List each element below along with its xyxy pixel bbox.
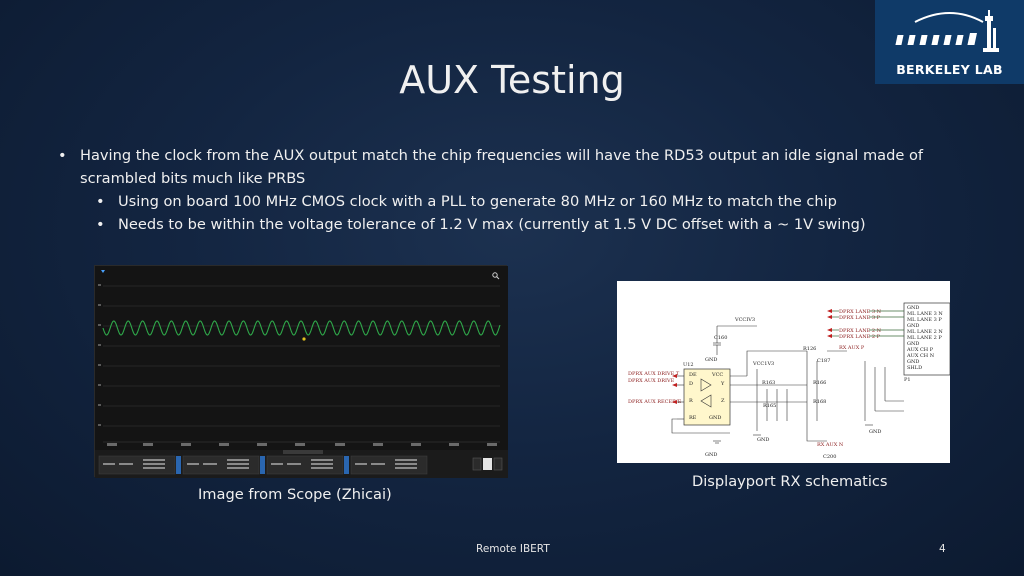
svg-text:AUX CH P: AUX CH P [906, 347, 934, 353]
svg-text:P1: P1 [904, 377, 911, 383]
svg-text:GND: GND [907, 359, 919, 365]
trigger-marker-icon [101, 270, 105, 273]
svg-text:VCCIV3: VCCIV3 [734, 317, 755, 323]
logo-text: BERKELEY LAB [896, 62, 1003, 77]
clock-waveform [102, 320, 501, 336]
svg-text:RE: RE [689, 415, 697, 421]
svg-text:DPRX LANE 2 N: DPRX LANE 2 N [839, 328, 882, 334]
scope-screenshot [94, 265, 508, 478]
svg-text:Y: Y [720, 381, 725, 387]
slide-title: AUX Testing [399, 58, 625, 102]
svg-text:R126: R126 [803, 346, 816, 352]
svg-text:DPRX AUX DRIVE: DPRX AUX DRIVE [628, 378, 675, 384]
sub-bullet-item: Needs to be within the voltage tolerance… [58, 213, 978, 236]
svg-text:R: R [689, 398, 693, 404]
svg-text:D: D [689, 381, 693, 387]
svg-text:RX AUX P: RX AUX P [839, 345, 865, 351]
svg-text:GND: GND [705, 452, 717, 458]
svg-text:VCC1V3: VCC1V3 [752, 361, 774, 367]
svg-text:DE: DE [689, 372, 697, 378]
svg-text:U12: U12 [683, 362, 694, 368]
svg-text:R165: R165 [763, 403, 776, 409]
svg-text:Z: Z [721, 398, 725, 404]
berkeley-lab-logo-mark [895, 10, 999, 52]
svg-text:ML LANE 3 P: ML LANE 3 P [907, 317, 942, 323]
page-number: 4 [939, 543, 946, 555]
svg-text:ML LANE 2 P: ML LANE 2 P [907, 335, 942, 341]
svg-text:C187: C187 [817, 358, 830, 364]
svg-text:GND: GND [705, 357, 717, 363]
svg-text:R168: R168 [813, 399, 826, 405]
svg-text:GND: GND [869, 429, 881, 435]
berkeley-lab-logo: BERKELEY LAB [875, 0, 1024, 84]
scope-waveform-display [95, 266, 508, 478]
svg-text:DPRX LANE 3 N: DPRX LANE 3 N [839, 309, 882, 315]
svg-text:ML LANE 3 N: ML LANE 3 N [907, 311, 943, 317]
svg-text:RX AUX N: RX AUX N [817, 442, 844, 448]
svg-text:SHLD: SHLD [907, 365, 922, 371]
svg-text:VCC: VCC [711, 372, 723, 378]
bullet-list: Having the clock from the AUX output mat… [58, 144, 978, 236]
bullet-item: Having the clock from the AUX output mat… [58, 144, 978, 190]
svg-text:DPRX AUX RECEIVE: DPRX AUX RECEIVE [628, 399, 682, 405]
footer-text: Remote IBERT [476, 543, 550, 555]
svg-text:R166: R166 [813, 380, 826, 386]
svg-text:AUX CH N: AUX CH N [906, 353, 935, 359]
svg-text:ML LANE 2 N: ML LANE 2 N [907, 329, 943, 335]
schematic-drawing: GND ML LANE 3 N ML LANE 3 P GND ML LANE … [628, 302, 951, 460]
displayport-schematic: GND ML LANE 3 N ML LANE 3 P GND ML LANE … [617, 281, 951, 463]
svg-text:GND: GND [757, 437, 769, 443]
svg-text:DPRX LANE 3 P: DPRX LANE 3 P [839, 315, 881, 321]
svg-text:GND: GND [709, 415, 721, 421]
cursor-marker [302, 337, 306, 341]
svg-text:GND: GND [907, 323, 919, 329]
svg-text:R163: R163 [762, 380, 775, 386]
schematic-caption: Displayport RX schematics [692, 473, 888, 490]
svg-text:C160: C160 [714, 335, 727, 341]
svg-text:DPRX AUX DRIVE T: DPRX AUX DRIVE T [628, 371, 680, 377]
svg-text:GND: GND [907, 305, 919, 311]
svg-text:C200: C200 [823, 454, 836, 460]
scope-caption: Image from Scope (Zhicai) [198, 486, 392, 503]
svg-text:DPRX LANE 2 P: DPRX LANE 2 P [839, 334, 881, 340]
sub-bullet-item: Using on board 100 MHz CMOS clock with a… [58, 190, 978, 213]
zoom-icon [492, 272, 498, 278]
svg-text:GND: GND [907, 341, 919, 347]
